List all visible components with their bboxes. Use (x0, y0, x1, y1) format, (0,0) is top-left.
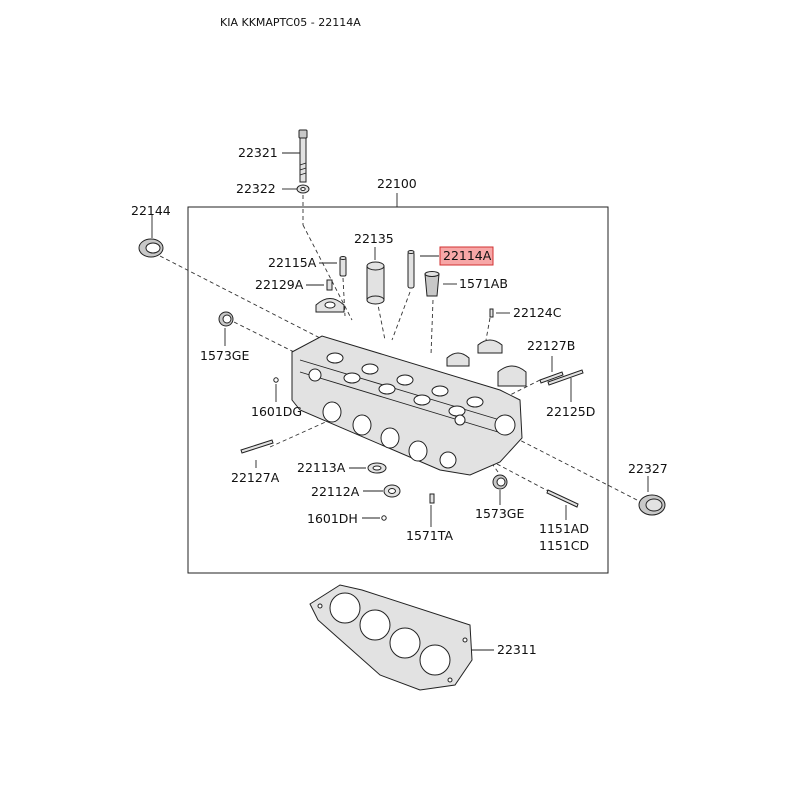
label-22144: 22144 (131, 203, 171, 218)
assembly-frame (187, 206, 609, 574)
guide-22115A-icon (339, 256, 347, 277)
label-1571TA: 1571TA (406, 528, 453, 543)
diagram-header: KIA KKMAPTC05 - 22114A (220, 16, 361, 29)
valve-guide-22114A-icon (407, 250, 415, 289)
cam-journals-icon (326, 352, 484, 417)
label-1151AD: 1151AD (539, 521, 589, 536)
label-1151CD: 1151CD (539, 538, 589, 553)
label-22129A: 22129A (255, 277, 304, 292)
plug-1601DG-icon (273, 377, 279, 383)
label-22135: 22135 (354, 231, 394, 246)
label-22127B: 22127B (527, 338, 575, 353)
highlight-box (439, 246, 494, 266)
label-1601DG: 1601DG (251, 404, 302, 419)
oil-seal-22144-icon (138, 238, 164, 258)
label-22115A: 22115A (268, 255, 317, 270)
label-1571AB: 1571AB (459, 276, 508, 291)
stud-1151AD-icon (546, 489, 579, 508)
gasket-22112A-icon (383, 484, 401, 498)
label-1573GE-bottom: 1573GE (475, 506, 524, 521)
plug-1573GE-top-icon (218, 311, 234, 327)
label-22327: 22327 (628, 461, 668, 476)
gasket-22113A-icon (367, 462, 387, 474)
bolt-1571TA-icon (429, 493, 435, 504)
label-22124C: 22124C (513, 305, 562, 320)
bolt-22321-icon (298, 129, 308, 183)
label-22113A: 22113A (297, 460, 346, 475)
cylinder-head-22100-icon (291, 335, 523, 476)
label-22311: 22311 (497, 642, 537, 657)
label-22125D: 22125D (546, 404, 595, 419)
bearing-caps-icon (446, 339, 527, 387)
ports-icon (322, 401, 457, 469)
stud-22127B-icon (539, 369, 584, 386)
washer-22322-icon (296, 184, 310, 194)
label-22100: 22100 (377, 176, 417, 191)
label-22322: 22322 (236, 181, 276, 196)
head-gasket-22311-icon (309, 584, 473, 691)
stud-22127A-icon (240, 439, 274, 454)
tappet-22135-icon (366, 261, 385, 305)
label-22321: 22321 (238, 145, 278, 160)
label-1601DH: 1601DH (307, 511, 358, 526)
plug-1601DH-icon (381, 515, 387, 521)
cap-22129A-icon (315, 279, 345, 313)
label-22114A: 22114A (443, 248, 492, 263)
label-22127A: 22127A (231, 470, 280, 485)
stem-seal-1571AB-icon (424, 271, 440, 297)
dowel-22124C-icon (489, 308, 494, 318)
part-labels: 22321 22322 22100 22144 22135 22114A 221… (131, 145, 668, 657)
plug-1573GE-bottom-icon (492, 474, 508, 490)
label-1573GE-top: 1573GE (200, 348, 249, 363)
label-22112A: 22112A (311, 484, 360, 499)
plug-22327-icon (638, 494, 666, 516)
